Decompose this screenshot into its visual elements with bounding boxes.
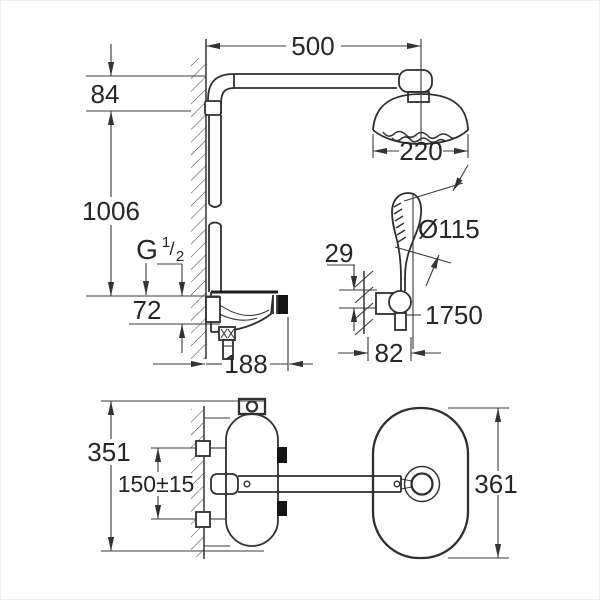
valve-button-bottom: [277, 501, 287, 516]
valve-button-top: [277, 447, 287, 463]
spray-face-pattern: [391, 136, 446, 144]
dim-220-label: 220: [399, 136, 442, 166]
thread-slash: /: [169, 239, 174, 259]
dim-351-label: 351: [87, 437, 130, 467]
head-collar: [407, 91, 430, 103]
pipe-connector-bore: [245, 400, 259, 413]
arm-screw-right: [393, 480, 401, 488]
arm-screw-left: [243, 480, 251, 488]
top-view-dimensions: 351 150±15 361: [87, 400, 518, 559]
thermostat-valve: [205, 290, 288, 360]
hand-shower-view: 29 Ø115 1750 82: [325, 164, 483, 368]
dim-82-label: 82: [375, 338, 404, 368]
valve-capsule: [225, 413, 279, 547]
hand-shower-spray-face: [393, 202, 407, 243]
valve-body-top-view: [195, 397, 287, 547]
dim-115-label: Ø115: [418, 214, 480, 244]
head-hub-inner: [410, 472, 434, 496]
top-view: 351 150±15 361: [87, 397, 518, 560]
hose-outlet: [218, 326, 236, 360]
dim-29-label: 29: [325, 238, 354, 268]
front-view: 500 84 1006 220 G 1 / 2: [82, 31, 469, 379]
dim-361-label: 361: [474, 469, 517, 499]
wall-union-bottom: [195, 511, 211, 528]
shower-arm-top-view: [210, 473, 413, 495]
hand-shower: [375, 192, 423, 331]
valve-knob: [278, 295, 288, 314]
head-outline: [371, 406, 470, 560]
thread-numerator: 1: [162, 234, 170, 251]
thread-label-g-half: G 1 / 2: [136, 234, 186, 296]
wall-union-top: [195, 440, 211, 457]
front-view-dimensions: 500 84 1006 220 G 1 / 2: [82, 31, 469, 379]
dim-188-label: 188: [224, 349, 267, 379]
pipe-wall-collar: [204, 100, 222, 116]
thread-denominator: 2: [176, 248, 184, 265]
dim-500-label: 500: [291, 31, 334, 61]
holder-wall-section: [354, 270, 374, 336]
hand-shower-dimensions: 29 Ø115 1750 82: [325, 164, 483, 368]
thread-g-label: G: [136, 234, 158, 265]
dim-72-label: 72: [133, 295, 162, 325]
dim-84-label: 84: [91, 79, 120, 109]
dim-1006-label: 1006: [82, 196, 140, 226]
head-elbow: [398, 69, 433, 93]
dim-150-label: 150±15: [118, 471, 195, 497]
dim-1750-label: 1750: [425, 300, 483, 330]
wall-hatching: [191, 39, 207, 359]
head-top-view: [371, 406, 470, 560]
shower-pipe-and-arm: [204, 73, 399, 292]
holder-stem: [394, 312, 407, 331]
holder-pivot: [388, 290, 412, 314]
head-hub-outer: [403, 465, 441, 503]
supply-inlet: [205, 296, 221, 323]
